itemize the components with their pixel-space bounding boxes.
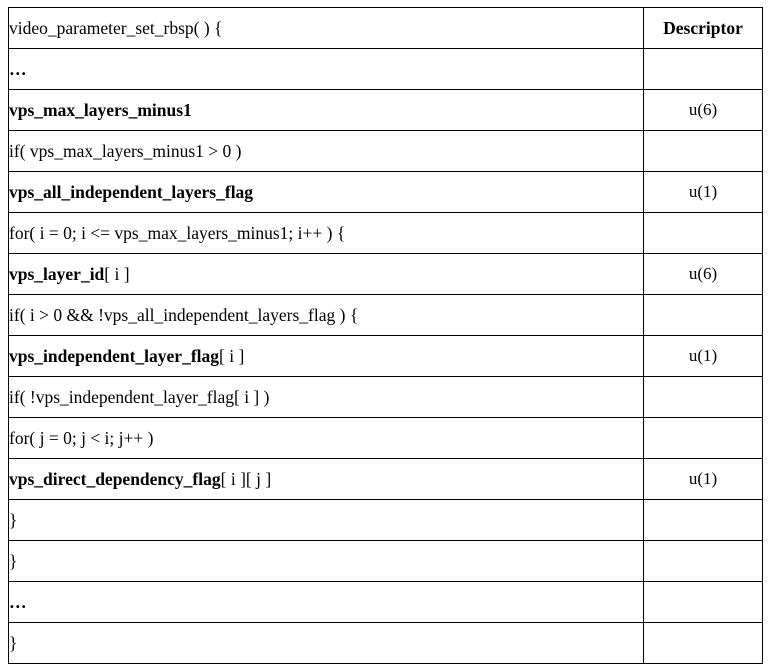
descriptor-cell: u(6) <box>643 89 763 131</box>
syntax-text: if( !vps_independent_layer_flag[ i ] ) <box>9 386 270 407</box>
syntax-element-name: vps_layer_id <box>9 263 105 284</box>
syntax-cell: vps_independent_layer_flag[ i ] <box>8 335 644 377</box>
table-row: } <box>8 540 763 582</box>
descriptor-cell <box>643 622 763 664</box>
syntax-cell: } <box>8 622 644 664</box>
syntax-cell: vps_direct_dependency_flag[ i ][ j ] <box>8 458 644 500</box>
syntax-element-name: vps_direct_dependency_flag <box>9 468 221 489</box>
vps-syntax-table: video_parameter_set_rbsp( ) { Descriptor …… <box>8 7 763 664</box>
table-row: vps_max_layers_minus1 u(6) <box>8 89 763 131</box>
syntax-cell: … <box>8 581 644 623</box>
ellipsis-text: … <box>9 58 28 79</box>
table-row: video_parameter_set_rbsp( ) { Descriptor <box>8 7 763 49</box>
descriptor-cell <box>643 540 763 582</box>
syntax-text: video_parameter_set_rbsp( ) { <box>9 17 223 38</box>
descriptor-cell <box>643 417 763 459</box>
syntax-text: } <box>9 509 18 530</box>
syntax-cell: for( j = 0; j < i; j++ ) <box>8 417 644 459</box>
table-row: vps_all_independent_layers_flag u(1) <box>8 171 763 213</box>
syntax-cell: if( !vps_independent_layer_flag[ i ] ) <box>8 376 644 418</box>
table-row: if( !vps_independent_layer_flag[ i ] ) <box>8 376 763 418</box>
syntax-cell: } <box>8 540 644 582</box>
syntax-element-name: vps_all_independent_layers_flag <box>9 181 254 202</box>
descriptor-cell <box>643 130 763 172</box>
syntax-cell: if( vps_max_layers_minus1 > 0 ) <box>8 130 644 172</box>
table-row: } <box>8 499 763 541</box>
syntax-cell: … <box>8 48 644 90</box>
descriptor-cell <box>643 499 763 541</box>
descriptor-cell: u(1) <box>643 171 763 213</box>
syntax-cell: if( i > 0 && !vps_all_independent_layers… <box>8 294 644 336</box>
descriptor-cell <box>643 376 763 418</box>
syntax-cell: vps_layer_id[ i ] <box>8 253 644 295</box>
table-row: … <box>8 581 763 623</box>
table-body: video_parameter_set_rbsp( ) { Descriptor …… <box>8 7 763 664</box>
syntax-cell: video_parameter_set_rbsp( ) { <box>8 7 644 49</box>
table-row: vps_layer_id[ i ]u(6) <box>8 253 763 295</box>
syntax-text: for( i = 0; i <= vps_max_layers_minus1; … <box>9 222 346 243</box>
table-row: … <box>8 48 763 90</box>
syntax-text: for( j = 0; j < i; j++ ) <box>9 427 154 448</box>
syntax-text: if( vps_max_layers_minus1 > 0 ) <box>9 140 242 161</box>
descriptor-cell <box>643 581 763 623</box>
descriptor-cell: u(6) <box>643 253 763 295</box>
syntax-cell: for( i = 0; i <= vps_max_layers_minus1; … <box>8 212 644 254</box>
syntax-cell: vps_max_layers_minus1 <box>8 89 644 131</box>
descriptor-cell: u(1) <box>643 335 763 377</box>
table-row: if( vps_max_layers_minus1 > 0 ) <box>8 130 763 172</box>
descriptor-cell: u(1) <box>643 458 763 500</box>
table-row: for( i = 0; i <= vps_max_layers_minus1; … <box>8 212 763 254</box>
syntax-text: [ i ][ j ] <box>220 468 272 489</box>
syntax-text: } <box>9 632 18 653</box>
descriptor-cell <box>643 212 763 254</box>
syntax-text: [ i ] <box>219 345 245 366</box>
table-row: vps_independent_layer_flag[ i ]u(1) <box>8 335 763 377</box>
descriptor-header: Descriptor <box>643 7 763 49</box>
syntax-text: } <box>9 550 18 571</box>
descriptor-cell <box>643 48 763 90</box>
table-row: for( j = 0; j < i; j++ ) <box>8 417 763 459</box>
table-row: vps_direct_dependency_flag[ i ][ j ]u(1) <box>8 458 763 500</box>
ellipsis-text: … <box>9 591 28 612</box>
descriptor-cell <box>643 294 763 336</box>
syntax-element-name: vps_independent_layer_flag <box>9 345 220 366</box>
syntax-cell: vps_all_independent_layers_flag <box>8 171 644 213</box>
syntax-text: [ i ] <box>104 263 130 284</box>
table-row: if( i > 0 && !vps_all_independent_layers… <box>8 294 763 336</box>
table-row: } <box>8 622 763 664</box>
syntax-cell: } <box>8 499 644 541</box>
syntax-text: if( i > 0 && !vps_all_independent_layers… <box>9 304 359 325</box>
syntax-element-name: vps_max_layers_minus1 <box>9 99 192 120</box>
